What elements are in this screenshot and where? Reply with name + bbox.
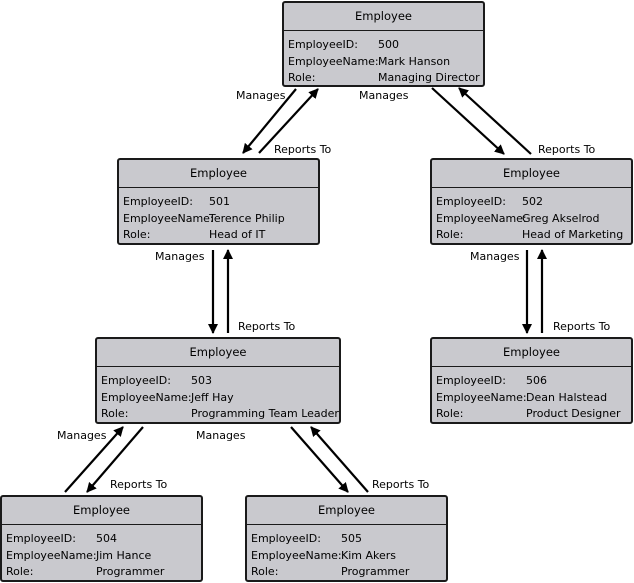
field-key: EmployeeID: [436, 374, 506, 387]
field-value: Terence Philip [209, 211, 285, 225]
label-reports-502-500: Reports To [538, 143, 596, 156]
card-title: Employee [97, 339, 339, 367]
label-manages-503-504: Manages [57, 429, 107, 442]
field-value: 502 [522, 195, 543, 208]
field-key: Role: [6, 565, 34, 578]
field-value: Programmer [341, 565, 410, 578]
field-value: 506 [526, 374, 547, 387]
employee-card-505: Employee EmployeeID: 505 EmployeeName:Kim… [245, 495, 448, 582]
field-key: EmployeeID: [123, 195, 193, 208]
field-value: Managing Director [378, 71, 480, 84]
label-reports-503-501: Reports To [238, 320, 296, 333]
label-manages-502-506: Manages [470, 250, 520, 263]
field-key: EmployeeID: [6, 532, 76, 545]
reports-arrow-502-500 [458, 87, 532, 155]
card-title: Employee [432, 339, 631, 367]
card-title: Employee [2, 497, 201, 525]
field-key: Role: [288, 71, 316, 84]
label-reports-506-502: Reports To [553, 320, 611, 333]
reports-arrow-501-500 [258, 88, 319, 154]
field-value: Product Designer [526, 407, 621, 420]
field-row: Role: Managing Director [288, 70, 480, 87]
reports-arrow-505-503 [310, 426, 369, 493]
field-row: EmployeeID: 502 [436, 194, 627, 211]
field-key: EmployeeName: [6, 548, 97, 562]
field-row: Role: Programming Team Leader [101, 406, 339, 423]
field-key: Role: [123, 228, 151, 241]
field-row: EmployeeID: 501 [123, 194, 314, 211]
field-value: Head of IT [209, 228, 266, 241]
employee-card-502: Employee EmployeeID: 502 EmployeeName:Gre… [430, 158, 633, 245]
field-value: Kim Akers [341, 548, 397, 562]
field-key: EmployeeName: [101, 390, 192, 404]
card-title: Employee [432, 160, 631, 188]
field-key: EmployeeID: [436, 195, 506, 208]
field-value: Dean Halstead [526, 390, 608, 404]
manages-arrow-500-502 [431, 87, 505, 155]
field-key: EmployeeName: [436, 390, 527, 404]
field-key: Role: [436, 407, 464, 420]
field-value: Head of Marketing [522, 228, 624, 241]
field-value: 504 [96, 532, 117, 545]
field-value: 501 [209, 195, 230, 208]
field-value: Mark Hanson [378, 54, 451, 68]
field-value: Programming Team Leader [191, 407, 339, 420]
field-key: Role: [436, 228, 464, 241]
field-value: Greg Akselrod [522, 211, 600, 225]
field-row: EmployeeID: 506 [436, 373, 627, 390]
reports-arrow-504-503 [64, 426, 124, 493]
field-value: 500 [378, 38, 399, 51]
card-title: Employee [119, 160, 318, 188]
field-value: Jeff Hay [191, 390, 234, 404]
field-row: EmployeeID: 500 [288, 37, 479, 54]
label-manages-503-505: Manages [196, 429, 246, 442]
manages-arrow-503-504 [86, 426, 144, 493]
field-value: Programmer [96, 565, 165, 578]
field-row: Role: Programmer [251, 564, 442, 581]
field-row: EmployeeName:Mark Hanson [288, 54, 479, 71]
field-row: Role: Head of IT [123, 227, 314, 244]
field-value: Jim Hance [96, 548, 152, 562]
field-row: EmployeeName:Kim Akers [251, 548, 442, 565]
field-row: EmployeeID: 504 [6, 531, 197, 548]
manages-arrow-503-505 [290, 426, 349, 493]
field-row: Role: Head of Marketing [436, 227, 627, 244]
field-key: EmployeeName: [288, 54, 379, 68]
label-manages-501-503: Manages [155, 250, 205, 263]
employee-card-500: Employee EmployeeID: 500 EmployeeName:Mar… [282, 1, 485, 87]
employee-card-504: Employee EmployeeID: 504 EmployeeName:Jim… [0, 495, 203, 582]
label-reports-504-503: Reports To [110, 478, 168, 491]
field-key: Role: [101, 407, 129, 420]
manages-arrow-500-501 [242, 88, 297, 154]
field-row: EmployeeName:Terence Philip [123, 211, 314, 228]
label-reports-501-500: Reports To [274, 143, 332, 156]
field-row: Role: Programmer [6, 564, 197, 581]
label-reports-505-503: Reports To [372, 478, 430, 491]
label-manages-500-501: Manages [236, 89, 286, 102]
employee-card-503: Employee EmployeeID: 503 EmployeeName:Jef… [95, 337, 341, 424]
field-key: EmployeeID: [288, 38, 358, 51]
field-row: EmployeeID: 503 [101, 373, 335, 390]
field-value: 505 [341, 532, 362, 545]
field-key: EmployeeID: [251, 532, 321, 545]
card-title: Employee [284, 3, 483, 31]
field-key: EmployeeID: [101, 374, 171, 387]
employee-card-501: Employee EmployeeID: 501 EmployeeName:Ter… [117, 158, 320, 245]
field-row: EmployeeName:Jeff Hay [101, 390, 335, 407]
field-row: EmployeeName:Jim Hance [6, 548, 197, 565]
card-title: Employee [247, 497, 446, 525]
field-row: Role: Product Designer [436, 406, 627, 423]
field-key: EmployeeName: [251, 548, 342, 562]
field-value: 503 [191, 374, 212, 387]
employee-card-506: Employee EmployeeID: 506 EmployeeName:Dea… [430, 337, 633, 424]
field-row: EmployeeID: 505 [251, 531, 442, 548]
field-key: Role: [251, 565, 279, 578]
field-key: EmployeeName: [123, 211, 214, 225]
field-key: EmployeeName: [436, 211, 527, 225]
field-row: EmployeeName:Greg Akselrod [436, 211, 627, 228]
label-manages-500-502: Manages [359, 89, 409, 102]
field-row: EmployeeName:Dean Halstead [436, 390, 627, 407]
